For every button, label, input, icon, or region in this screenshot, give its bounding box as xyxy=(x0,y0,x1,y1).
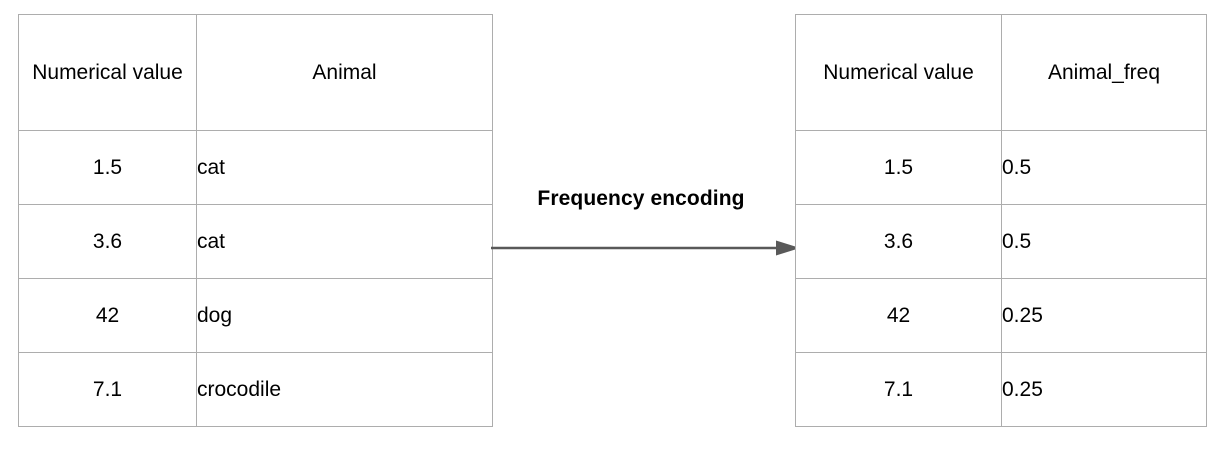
cell-numerical-value: 1.5 xyxy=(18,130,197,205)
cell-numerical-value: 3.6 xyxy=(18,204,197,279)
cell-animal: cat xyxy=(196,130,493,205)
table-header-row: Numerical value Animal_freq xyxy=(795,14,1207,131)
transform-label: Frequency encoding xyxy=(537,187,745,210)
column-header-animal-freq: Animal_freq xyxy=(1001,14,1207,131)
original-data-table: Numerical value Animal 1.5 cat 3.6 cat 4… xyxy=(18,14,493,427)
cell-numerical-value: 42 xyxy=(18,278,197,353)
table-row: 3.6 0.5 xyxy=(795,204,1207,279)
table-row: 7.1 0.25 xyxy=(795,352,1207,427)
table-row: 1.5 0.5 xyxy=(795,130,1207,205)
table-row: 42 0.25 xyxy=(795,278,1207,353)
table-header-row: Numerical value Animal xyxy=(18,14,493,131)
table-row: 3.6 cat xyxy=(18,204,493,279)
cell-animal: cat xyxy=(196,204,493,279)
arrow-right-icon xyxy=(491,240,800,256)
encoded-data-table: Numerical value Animal_freq 1.5 0.5 3.6 … xyxy=(795,14,1207,427)
column-header-animal: Animal xyxy=(196,14,493,131)
table-row: 1.5 cat xyxy=(18,130,493,205)
cell-numerical-value: 42 xyxy=(795,278,1002,353)
table-row: 42 dog xyxy=(18,278,493,353)
cell-numerical-value: 7.1 xyxy=(18,352,197,427)
cell-numerical-value: 1.5 xyxy=(795,130,1002,205)
cell-numerical-value: 7.1 xyxy=(795,352,1002,427)
cell-animal: dog xyxy=(196,278,493,353)
transformation-annotation: Frequency encoding xyxy=(486,186,804,276)
cell-animal: crocodile xyxy=(196,352,493,427)
cell-animal-freq: 0.25 xyxy=(1001,352,1207,427)
column-header-numerical-value: Numerical value xyxy=(795,14,1002,131)
cell-animal-freq: 0.5 xyxy=(1001,204,1207,279)
cell-animal-freq: 0.25 xyxy=(1001,278,1207,353)
cell-numerical-value: 3.6 xyxy=(795,204,1002,279)
column-header-numerical-value: Numerical value xyxy=(18,14,197,131)
cell-animal-freq: 0.5 xyxy=(1001,130,1207,205)
table-row: 7.1 crocodile xyxy=(18,352,493,427)
